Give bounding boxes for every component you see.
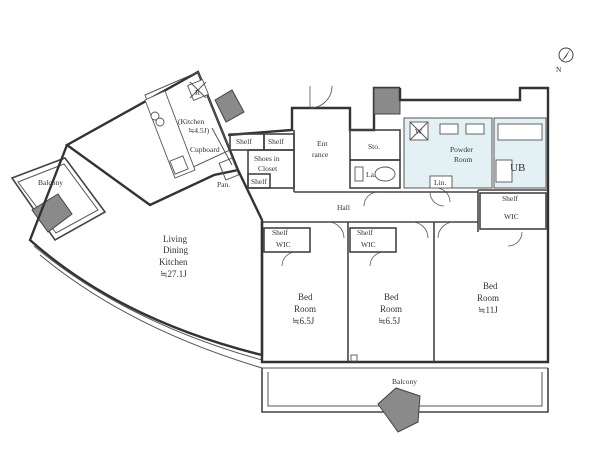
kitchen-label-line1: (Kitchen xyxy=(178,117,204,126)
ldk-label-line3: Kitchen xyxy=(159,257,188,267)
storage-label: Sto. xyxy=(368,142,380,151)
bed3-label-line3: ≒11J xyxy=(478,305,498,315)
bed3-label-line2: Room xyxy=(477,293,499,303)
compass-icon xyxy=(558,47,574,63)
compass-north-label: N xyxy=(556,65,562,74)
ldk-label-line1: Living xyxy=(163,234,187,244)
bottom-balcony xyxy=(261,367,549,433)
balcony-left-label: Balcony xyxy=(38,178,63,187)
laundry-label: La. xyxy=(366,170,376,179)
washer-mark: W xyxy=(415,127,423,136)
powder-room-line1: Powder xyxy=(450,145,473,154)
entrance-cluster xyxy=(227,85,401,192)
hall xyxy=(262,189,548,223)
shelf-c-label: Shelf xyxy=(251,177,267,186)
wic1-label: WIC xyxy=(276,240,291,249)
left-balcony xyxy=(10,157,107,242)
ldk-label-line2: Dining xyxy=(163,245,189,255)
shoes-closet-line1: Shoes in xyxy=(254,154,280,163)
powder-room-line2: Room xyxy=(454,155,473,164)
ub-label: UB xyxy=(510,162,525,174)
hall-label: Hall xyxy=(337,203,350,212)
shelf-b-label: Shelf xyxy=(268,137,284,146)
shelf-a-label: Shelf xyxy=(236,137,252,146)
bed3-label-line1: Bed xyxy=(483,281,498,291)
balcony-bottom-label: Balcony xyxy=(392,377,417,386)
entrance-label-line1: Ent xyxy=(317,139,328,148)
linen-label: Lin. xyxy=(434,178,446,187)
pantry-label: Pan. xyxy=(217,180,230,189)
bed1-label-line3: ≒6.5J xyxy=(292,316,315,326)
wic2-label: WIC xyxy=(361,240,376,249)
bed1-label-line1: Bed xyxy=(298,292,313,302)
wic1-shelf-label: Shelf xyxy=(272,228,288,237)
bed2-label-line3: ≒6.5J xyxy=(378,316,401,326)
kitchen-wing xyxy=(64,70,245,207)
bed2-label-line2: Room xyxy=(380,304,402,314)
shoes-closet-line2: Closet xyxy=(258,164,278,173)
kitchen-label-line2: ≒4.5J) xyxy=(188,126,210,135)
bed1-label-line2: Room xyxy=(294,304,316,314)
wic3-label: WIC xyxy=(504,212,519,221)
ldk-walls xyxy=(28,144,264,369)
ldk-label-line4: ≒27.1J xyxy=(160,269,187,279)
entrance-label-line2: rance xyxy=(312,150,329,159)
wic3-shelf-label: Shelf xyxy=(502,194,518,203)
wic2-shelf-label: Shelf xyxy=(357,228,373,237)
fridge-mark: R xyxy=(195,88,200,97)
wet-areas xyxy=(398,86,550,203)
bed2-label-line1: Bed xyxy=(384,292,399,302)
bedrooms xyxy=(260,190,550,364)
cupboard-label: Cupboard xyxy=(190,145,220,154)
